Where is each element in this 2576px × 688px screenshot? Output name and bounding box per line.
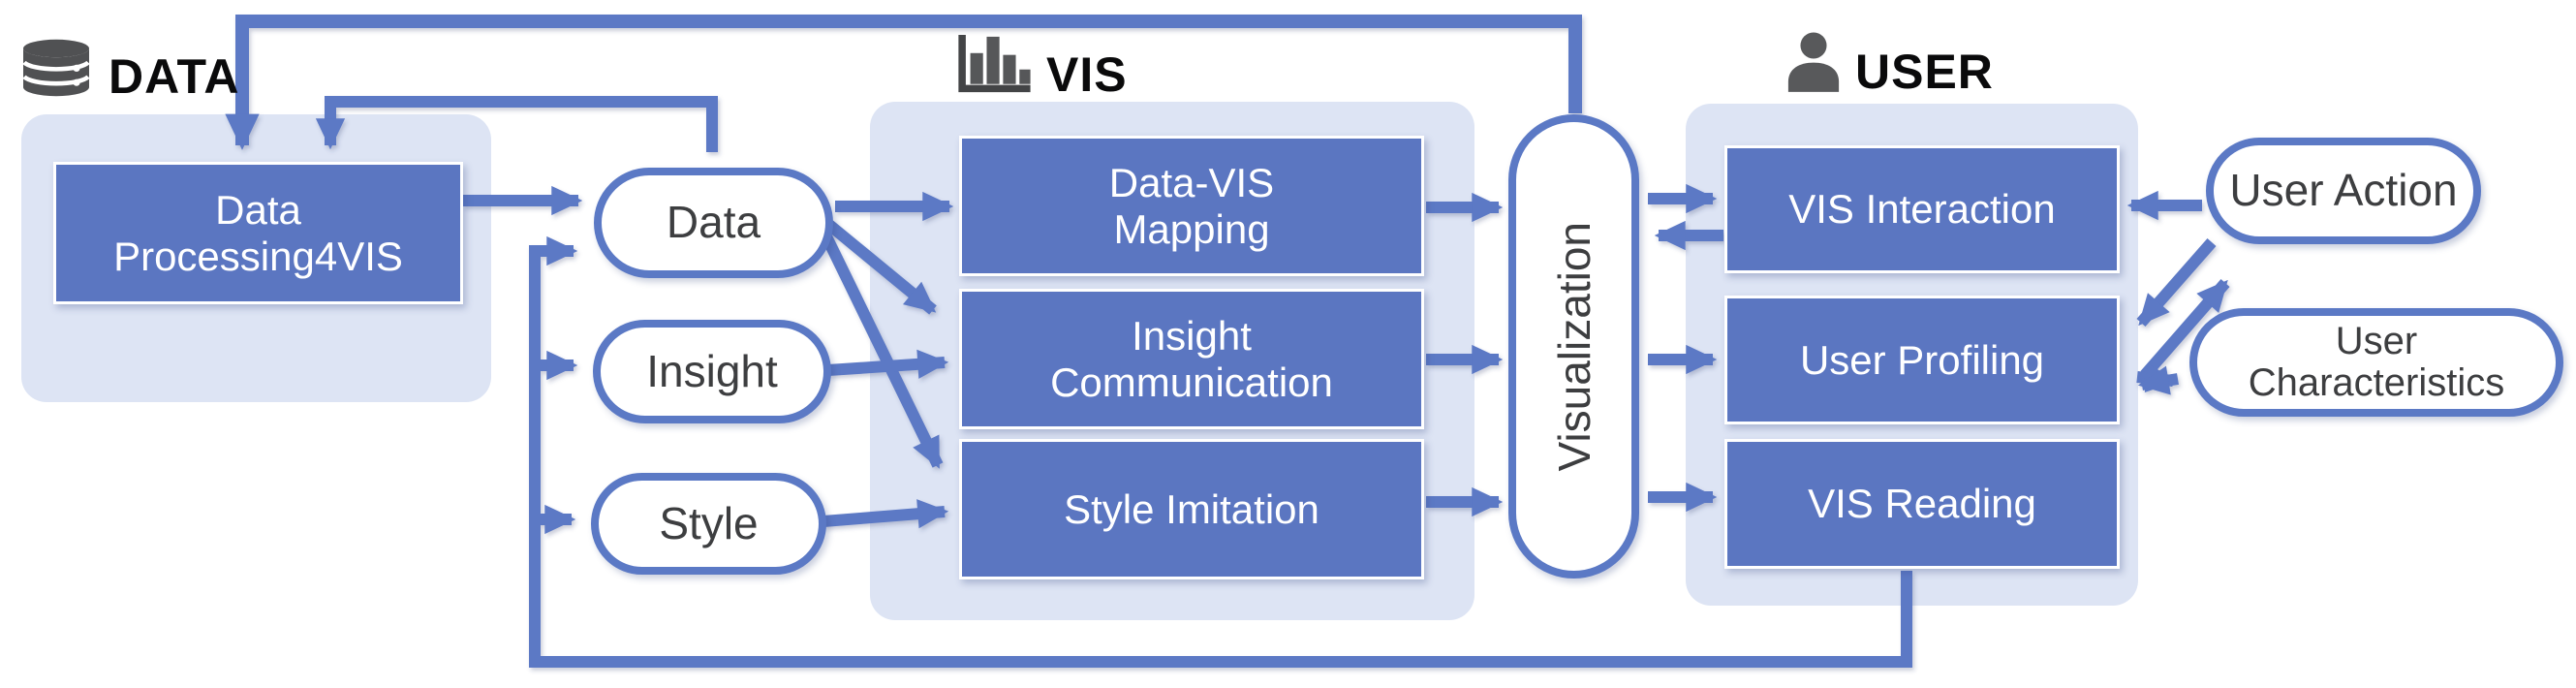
- node-label: Insight: [646, 345, 778, 396]
- arrow-user-profiling-to-user-action: [2140, 279, 2230, 379]
- arrow-style-to-style-imitation: [822, 499, 949, 529]
- task-insight-communication: Insight Communication: [959, 289, 1424, 429]
- database-icon: [22, 39, 90, 97]
- node-visualization: Visualization: [1508, 114, 1639, 579]
- task-user-profiling: User Profiling: [1724, 296, 2120, 424]
- task-style-imitation: Style Imitation: [959, 439, 1424, 579]
- node-label-line: Characteristics: [2248, 361, 2505, 404]
- task-label-line: VIS Interaction: [1788, 186, 2056, 233]
- node-label: User Action: [2229, 165, 2458, 216]
- user-section-label: USER: [1785, 32, 1994, 99]
- task-label-line: Processing4VIS: [113, 233, 403, 279]
- task-label-line: User Profiling: [1799, 336, 2045, 383]
- task-vis-interaction: VIS Interaction: [1724, 145, 2120, 273]
- task-label-line: VIS Reading: [1808, 481, 2036, 527]
- task-label-line: Insight: [1132, 313, 1252, 360]
- arrow-vis-reading-to-data: [529, 235, 1912, 668]
- bar-chart-icon: [958, 35, 1031, 93]
- user-section-label-text: USER: [1855, 45, 1994, 99]
- arrow-visualization-to-data-processing: [225, 15, 1582, 150]
- task-label-line: Style Imitation: [1064, 485, 1319, 532]
- node-insight: Insight: [593, 320, 831, 423]
- task-data-processing4vis: Data Processing4VIS: [53, 162, 463, 304]
- node-label: Style: [659, 497, 759, 548]
- node-label-line: User: [2335, 319, 2418, 362]
- vis-section-label-text: VIS: [1046, 47, 1128, 102]
- arrow-user-action-to-user-profiling: [2136, 238, 2217, 327]
- arrow-insight-to-insight-communication: [827, 349, 949, 379]
- arrow-data-to-data-processing: [315, 96, 718, 152]
- arrow-data-to-insight-communication: [825, 220, 937, 315]
- vis-section-label: VIS: [955, 35, 1128, 102]
- data-section-label: DATA: [17, 39, 240, 104]
- task-label-line: Data: [215, 187, 301, 234]
- data-section-label-text: DATA: [109, 49, 240, 104]
- node-label: Visualization: [1548, 221, 1599, 472]
- node-style: Style: [591, 473, 826, 575]
- node-label: Data: [666, 197, 761, 248]
- task-vis-reading: VIS Reading: [1724, 439, 2120, 569]
- task-label-line: Mapping: [1113, 205, 1270, 252]
- task-label-line: Communication: [1050, 359, 1333, 405]
- person-icon: [1787, 32, 1840, 92]
- task-data-vis-mapping: Data-VIS Mapping: [959, 136, 1424, 276]
- arrow-user-characteristics-to-user-profiling: [2137, 365, 2179, 395]
- task-label-line: Data-VIS: [1108, 160, 1275, 206]
- node-data: Data: [594, 168, 833, 278]
- node-user-characteristics: User Characteristics: [2189, 308, 2563, 417]
- arrow-data-to-style-imitation: [820, 232, 944, 469]
- node-user-action: User Action: [2206, 138, 2481, 244]
